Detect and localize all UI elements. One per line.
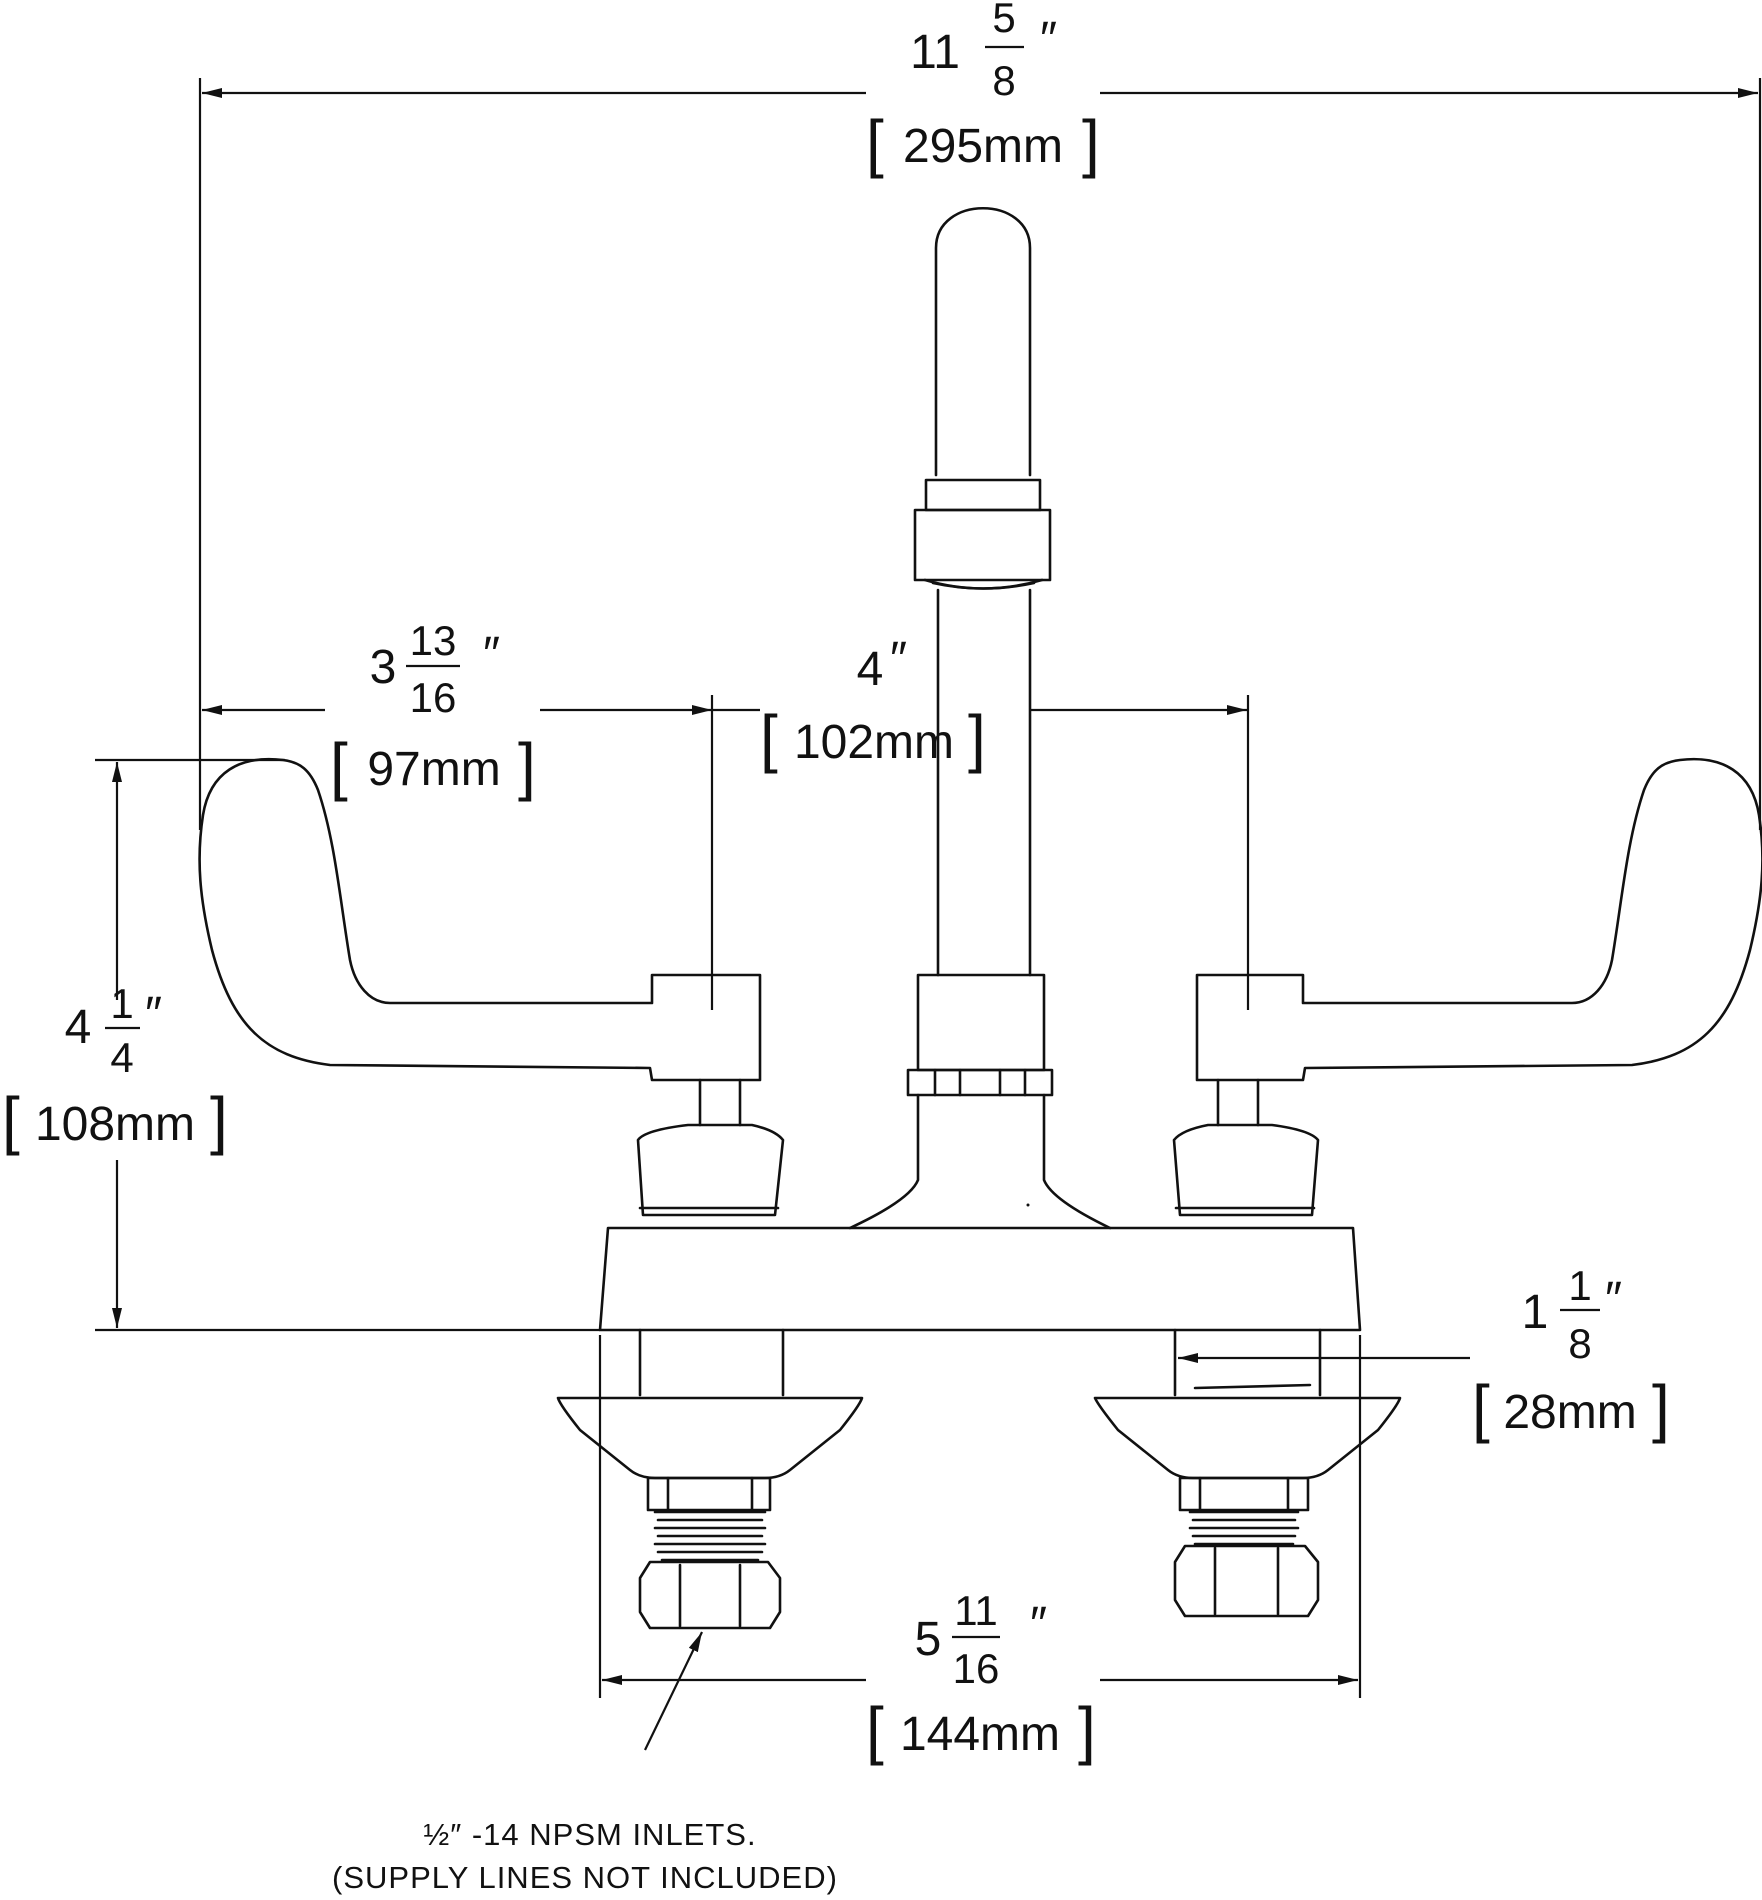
svg-text:]: ] (210, 1084, 228, 1156)
right-wrist-blade-handle (1172, 757, 1762, 1217)
dim-handle-reach: 3 13 16 ″ [ 97mm ] (330, 617, 536, 802)
body-width-whole: 5 (915, 1613, 942, 1666)
svg-text:[: [ (330, 730, 348, 802)
overall-width-unit: ″ (1040, 13, 1057, 66)
left-shank (556, 1328, 864, 1630)
dim-body-width: 5 11 16 ″ [ 144mm ] (866, 1587, 1096, 1766)
shank-length-whole: 1 (1522, 1286, 1549, 1339)
svg-text:[: [ (1472, 1372, 1490, 1444)
body-width-unit: ″ (1030, 1598, 1047, 1651)
handle-height-metric: 108mm (35, 1098, 195, 1151)
svg-text:]: ] (1652, 1372, 1670, 1444)
inlet-note-line1: ½″ -14 NPSM INLETS. (423, 1817, 756, 1852)
spout-base (916, 973, 1046, 1072)
handle-height-numerator: 1 (110, 980, 133, 1027)
right-shank (1093, 1328, 1402, 1618)
dim-overall-width: 11 5 8 ″ [ 295mm ] (866, 0, 1100, 179)
dimension-lines (95, 78, 1762, 1751)
svg-text:]: ] (968, 702, 986, 774)
svg-text:]: ] (518, 730, 536, 802)
shank-length-numerator: 1 (1568, 1262, 1591, 1309)
overall-width-denominator: 8 (992, 57, 1015, 104)
handle-reach-whole: 3 (370, 641, 397, 694)
shank-length-metric: 28mm (1503, 1386, 1636, 1439)
shank-length-denominator: 8 (1568, 1320, 1591, 1367)
inlet-note-line2: (SUPPLY LINES NOT INCLUDED) (332, 1860, 838, 1895)
body-width-metric: 144mm (900, 1708, 1060, 1761)
svg-text:[: [ (866, 107, 884, 179)
center-spacing-metric: 102mm (794, 716, 954, 769)
overall-width-metric: 295mm (903, 120, 1063, 173)
svg-text:]: ] (1078, 1694, 1096, 1766)
faucet-body (598, 1226, 1362, 1332)
svg-text:[: [ (2, 1084, 20, 1156)
svg-text:]: ] (1082, 107, 1100, 179)
dim-center-spacing: 4 ″ [ 102mm ] (760, 633, 986, 774)
body-width-denominator: 16 (953, 1645, 1000, 1692)
handle-height-denominator: 4 (110, 1034, 133, 1081)
dim-shank-length: 1 1 8 ″ [ 28mm ] (1472, 1262, 1670, 1444)
spout-collar (924, 478, 1042, 512)
overall-width-numerator: 5 (992, 0, 1015, 41)
left-wrist-blade-handle (198, 757, 785, 1217)
dim-handle-height: 4 1 4 ″ [ 108mm ] (2, 980, 228, 1156)
svg-text:[: [ (866, 1694, 884, 1766)
shank-length-unit: ″ (1605, 1273, 1622, 1326)
inlet-note: ½″ -14 NPSM INLETS. (SUPPLY LINES NOT IN… (332, 1817, 838, 1895)
handle-height-unit: ″ (145, 988, 162, 1041)
spout (848, 207, 1112, 1230)
center-spacing-whole: 4 (857, 643, 884, 696)
handle-height-whole: 4 (65, 1001, 92, 1054)
spout-base-nut (906, 1068, 1054, 1097)
handle-reach-denominator: 16 (410, 674, 457, 721)
spout-nut (913, 508, 1052, 582)
body-width-numerator: 11 (954, 1587, 998, 1634)
handle-reach-metric: 97mm (367, 743, 500, 796)
center-spacing-unit: ″ (890, 633, 907, 686)
overall-width-whole: 11 (910, 26, 960, 79)
handle-reach-numerator: 13 (410, 617, 457, 664)
handle-reach-unit: ″ (483, 628, 500, 681)
svg-text:[: [ (760, 702, 778, 774)
